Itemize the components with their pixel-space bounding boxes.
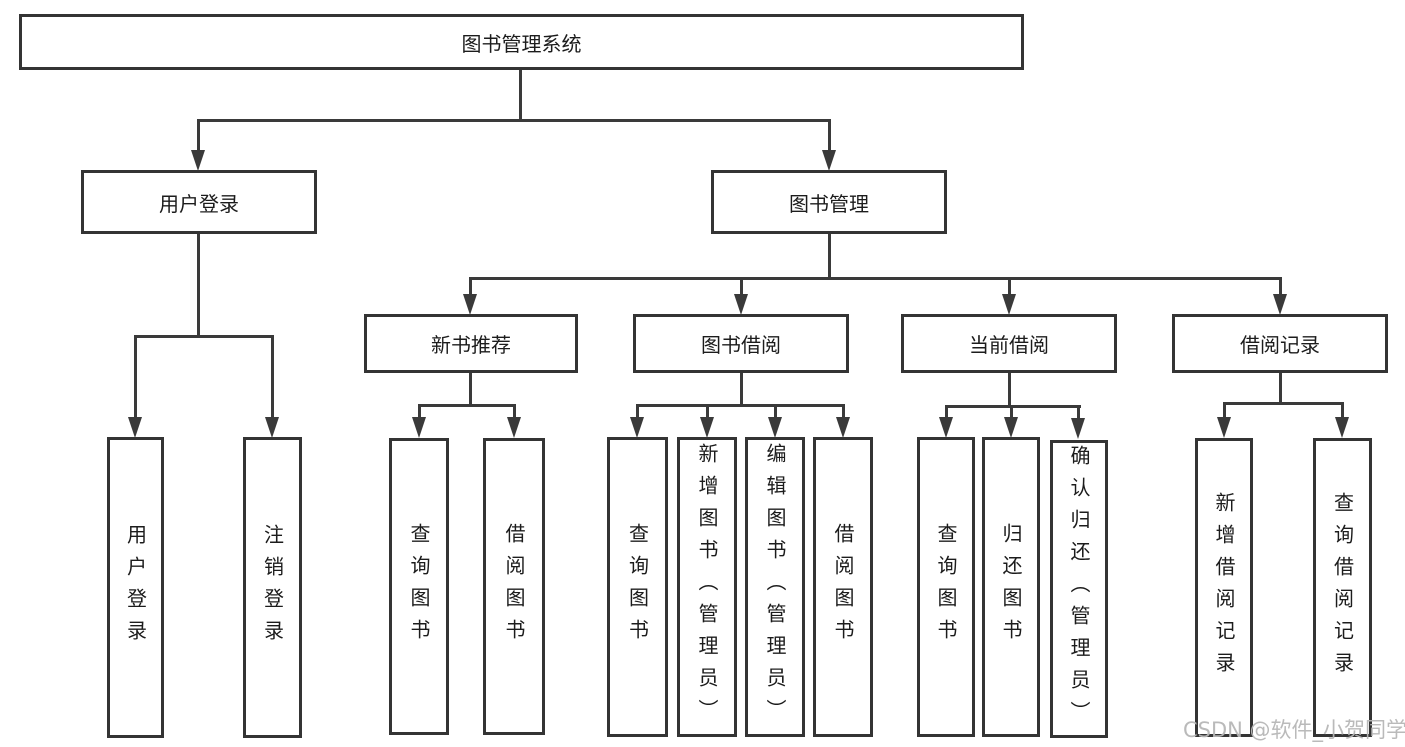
connector-recommend-hbar	[418, 404, 516, 407]
leaf-query-books-current-label: 查询图书	[934, 523, 958, 651]
node-borrowing-records: 借阅记录	[1172, 314, 1388, 373]
connector-drop-add-book-admin	[706, 404, 709, 419]
connector-recommend-stem	[469, 373, 472, 407]
leaf-return-book: 归还图书	[982, 437, 1040, 737]
leaf-query-books-current: 查询图书	[917, 437, 975, 737]
connector-current-stem	[1008, 373, 1011, 408]
leaf-borrow-books-borrowing: 借阅图书	[813, 437, 873, 737]
arrow-book-management	[822, 150, 836, 171]
arrow-borrow-books-borrowing	[836, 417, 850, 438]
node-book-borrowing: 图书借阅	[633, 314, 849, 373]
leaf-borrow-books-recommend: 借阅图书	[483, 438, 545, 735]
leaf-confirm-return-admin-label: 确认归还（管理员）	[1067, 445, 1091, 733]
connector-user-login-hbar	[134, 335, 274, 338]
connector-drop-book-management	[828, 119, 831, 152]
node-current-borrowing: 当前借阅	[901, 314, 1117, 373]
connector-root-stem	[519, 70, 522, 122]
node-book-management: 图书管理	[711, 170, 947, 234]
connector-drop-borrow-books-recommend	[513, 404, 516, 419]
leaf-user-login: 用户登录	[107, 437, 164, 738]
arrow-confirm-return	[1071, 418, 1085, 439]
node-user-login-label: 用户登录	[159, 191, 239, 216]
connector-drop-leaf-user-login	[134, 335, 137, 419]
connector-drop-add-borrow-record	[1223, 402, 1226, 419]
connector-drop-edit-book-admin	[774, 404, 777, 419]
connector-drop-confirm-return	[1077, 405, 1080, 419]
node-new-book-recommend-label: 新书推荐	[431, 333, 511, 357]
connector-level1-hbar	[197, 119, 831, 122]
connector-drop-query-books-current	[945, 405, 948, 419]
arrow-add-book-admin	[700, 417, 714, 438]
connector-current-hbar	[945, 405, 1081, 408]
node-borrowing-records-label: 借阅记录	[1240, 333, 1320, 357]
arrow-return-book	[1004, 417, 1018, 438]
arrow-leaf-logout	[265, 417, 279, 438]
arrow-query-borrow-record	[1335, 417, 1349, 438]
leaf-query-books-recommend: 查询图书	[389, 438, 449, 735]
leaf-borrow-books-recommend-label: 借阅图书	[502, 522, 526, 651]
leaf-add-borrow-record: 新增借阅记录	[1195, 438, 1253, 737]
arrow-user-login	[191, 150, 205, 171]
node-current-borrowing-label: 当前借阅	[969, 333, 1049, 357]
connector-records-stem	[1279, 373, 1282, 405]
connector-borrowing-stem	[740, 373, 743, 407]
connector-drop-current-borrowing	[1008, 277, 1011, 296]
leaf-query-borrow-record: 查询借阅记录	[1313, 438, 1372, 737]
connector-book-management-stem	[828, 234, 831, 280]
connector-borrowing-hbar	[636, 404, 845, 407]
connector-drop-borrowing-records	[1279, 277, 1282, 296]
connector-drop-borrow-books-borrowing	[842, 404, 845, 419]
arrow-edit-book-admin	[768, 417, 782, 438]
leaf-add-book-admin: 新增图书（管理员）	[677, 437, 737, 737]
arrow-query-books-borrowing	[630, 417, 644, 438]
arrow-book-borrowing	[734, 294, 748, 315]
connector-drop-book-borrowing	[740, 277, 743, 296]
arrow-add-borrow-record	[1217, 417, 1231, 438]
node-user-login: 用户登录	[81, 170, 317, 234]
leaf-user-login-label: 用户登录	[123, 523, 148, 652]
leaf-return-book-label: 归还图书	[999, 523, 1023, 651]
arrow-query-books-recommend	[412, 417, 426, 438]
node-root: 图书管理系统	[19, 14, 1024, 70]
node-root-label: 图书管理系统	[461, 31, 582, 56]
leaf-query-books-borrowing: 查询图书	[607, 437, 668, 737]
arrow-borrowing-records	[1273, 294, 1287, 315]
leaf-confirm-return-admin: 确认归还（管理员）	[1050, 440, 1108, 738]
leaf-add-borrow-record-label: 新增借阅记录	[1212, 491, 1236, 684]
leaf-edit-book-admin-label: 编辑图书（管理员）	[763, 443, 787, 731]
connector-drop-user-login	[197, 119, 200, 152]
leaf-query-borrow-record-label: 查询借阅记录	[1330, 491, 1355, 684]
node-book-borrowing-label: 图书借阅	[701, 333, 781, 357]
connector-drop-query-books-borrowing	[636, 404, 639, 419]
connector-drop-leaf-logout	[271, 335, 274, 419]
leaf-logout-label: 注销登录	[260, 523, 285, 652]
leaf-query-books-borrowing-label: 查询图书	[625, 523, 650, 651]
leaf-borrow-books-borrowing-label: 借阅图书	[831, 523, 855, 651]
arrow-new-book-recommend	[463, 294, 477, 315]
leaf-query-books-recommend-label: 查询图书	[407, 522, 431, 651]
leaf-edit-book-admin: 编辑图书（管理员）	[745, 437, 805, 737]
connector-records-hbar	[1223, 402, 1344, 405]
connector-drop-query-borrow-record	[1341, 402, 1344, 419]
connector-drop-return-book	[1010, 405, 1013, 419]
node-book-management-label: 图书管理	[789, 191, 869, 216]
leaf-add-book-admin-label: 新增图书（管理员）	[695, 443, 719, 731]
arrow-query-books-current	[939, 417, 953, 438]
node-new-book-recommend: 新书推荐	[364, 314, 578, 373]
arrow-current-borrowing	[1002, 294, 1016, 315]
connector-drop-query-books-recommend	[418, 404, 421, 419]
arrow-leaf-user-login	[128, 417, 142, 438]
csdn-watermark: CSDN @软件_小贺同学	[1183, 718, 1405, 742]
connector-user-login-stem	[197, 234, 200, 338]
leaf-logout: 注销登录	[243, 437, 302, 738]
connector-drop-new-book-recommend	[469, 277, 472, 296]
connector-level2-hbar	[469, 277, 1282, 280]
arrow-borrow-books-recommend	[507, 417, 521, 438]
